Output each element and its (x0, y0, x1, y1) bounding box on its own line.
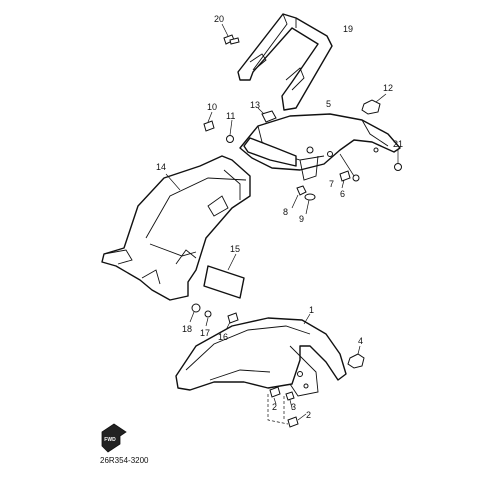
bolt-10 (203, 120, 215, 132)
callout-18: 18 (182, 324, 192, 334)
grommet-4 (347, 353, 365, 369)
grab-rail (237, 13, 333, 111)
callout-2b: 2 (306, 410, 311, 420)
bolt-6 (339, 170, 351, 182)
grommet-12 (361, 99, 381, 115)
leader-12 (375, 93, 387, 103)
callout-14: 14 (156, 162, 166, 172)
callout-6: 6 (340, 189, 345, 199)
callout-5: 5 (326, 99, 331, 109)
callout-17: 17 (200, 328, 210, 338)
plate-15 (203, 265, 245, 299)
callout-10: 10 (207, 102, 217, 112)
collar-3 (285, 391, 295, 401)
callout-15: 15 (230, 244, 240, 254)
bolt-2b (287, 416, 299, 428)
washer-9 (304, 193, 316, 201)
front-fender (175, 317, 347, 397)
callout-20: 20 (214, 14, 224, 24)
cap-21 (394, 163, 402, 171)
callout-1: 1 (309, 305, 314, 315)
callout-19: 19 (343, 24, 353, 34)
callout-4: 4 (358, 336, 363, 346)
callout-8: 8 (283, 207, 288, 217)
washer-17 (204, 310, 212, 318)
damper-13 (261, 110, 277, 123)
diagram-code: 26R354-3200 (100, 456, 149, 465)
fwd-arrow: FWD (101, 423, 127, 453)
callout-13: 13 (250, 100, 260, 110)
bolt-2a (269, 386, 281, 398)
callout-21: 21 (393, 139, 403, 149)
inner-fender (101, 155, 251, 301)
callout-9: 9 (299, 214, 304, 224)
bolt-20 (221, 23, 240, 45)
screw-16 (227, 312, 239, 324)
nut-18 (191, 303, 201, 313)
fwd-arrow-label: FWD (104, 437, 116, 443)
callout-3: 3 (291, 402, 296, 412)
rear-fender (239, 113, 401, 181)
nut-7 (352, 174, 360, 182)
washer-11 (226, 135, 234, 143)
callout-12: 12 (383, 83, 393, 93)
callout-11: 11 (226, 111, 235, 121)
nut-8 (296, 185, 307, 196)
callout-16: 16 (218, 332, 228, 342)
callout-7: 7 (329, 179, 334, 189)
callout-2a: 2 (272, 402, 277, 412)
